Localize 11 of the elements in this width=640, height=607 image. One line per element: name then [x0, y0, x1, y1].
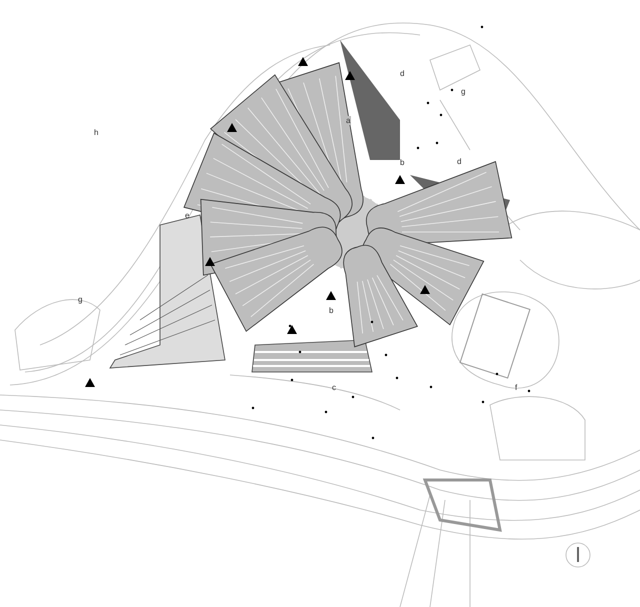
area-letter: f — [514, 383, 518, 392]
area-letter: a — [345, 116, 352, 125]
area-letter: g — [460, 87, 466, 96]
area-letter: h — [93, 128, 100, 137]
area-letter: c — [331, 383, 337, 392]
area-letter: g — [77, 295, 84, 304]
area-letter: d — [456, 157, 462, 166]
area-letter: b — [328, 306, 334, 315]
area-letter: b — [399, 158, 406, 167]
area-letter: d — [399, 69, 406, 78]
area-letter: e — [184, 211, 190, 220]
